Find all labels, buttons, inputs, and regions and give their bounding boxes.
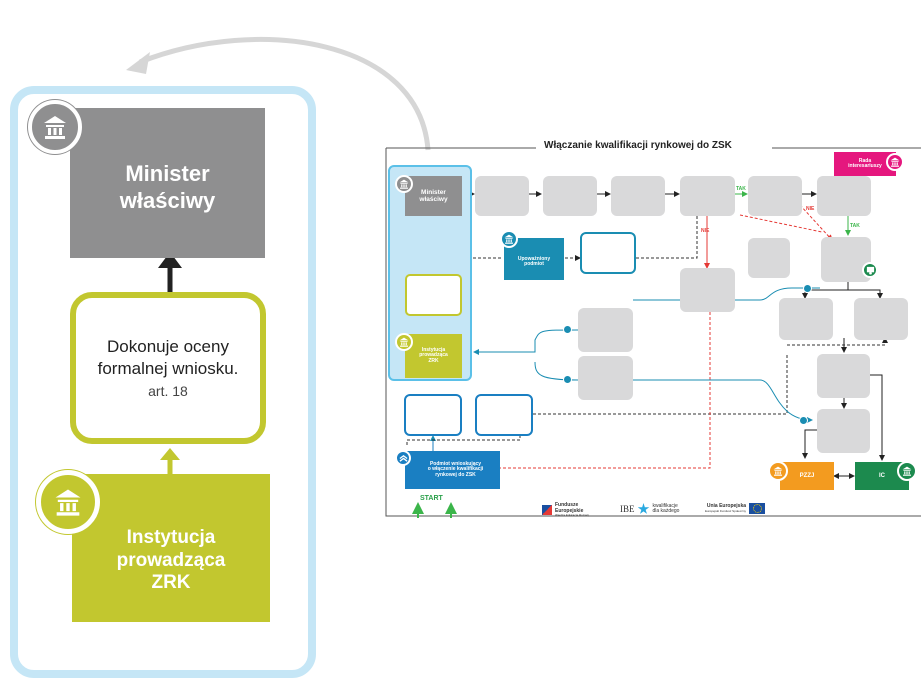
nie-label: NIE [701, 228, 710, 234]
building-icon [395, 333, 413, 351]
eu-flag-icon [749, 503, 766, 514]
rada-interesariuszy-box: Rada interesariuszy [834, 152, 896, 176]
inst-line2: prowadząca [116, 549, 226, 571]
step-line2: formalnej wniosku. [97, 358, 239, 378]
process-step [543, 176, 597, 216]
fundusze-line2: Europejskie [555, 507, 584, 514]
process-step [680, 176, 735, 216]
building-icon [28, 100, 82, 154]
inst-small-line2: prowadząca [419, 352, 448, 359]
document-icon [563, 325, 572, 334]
minister-small-line2: właściwy [419, 196, 448, 203]
ue-line2: Europejski Fundusz Społeczny [705, 508, 747, 513]
process-step [748, 238, 790, 278]
building-icon [897, 461, 917, 481]
ic-label: IC [879, 472, 885, 479]
minister-small-box: Minister właściwy [405, 176, 462, 216]
fundusze-line1: Fundusze [555, 502, 579, 508]
ue-logo: Unia Europejska Europejski Fundusz Społe… [705, 503, 766, 514]
building-icon [395, 175, 413, 193]
start-label: START [420, 495, 443, 502]
kwal-line2: dla każdego [652, 508, 680, 514]
document-icon [803, 284, 812, 293]
pzzj-box: PZZJ [780, 462, 834, 490]
formal-assessment-step: Dokonuje oceny formalnej wniosku. art. 1… [70, 292, 266, 444]
minister-box: Minister właściwy [70, 108, 265, 258]
process-step [748, 176, 802, 216]
institution-small-box: Instytucja prowadząca ZRK [405, 334, 462, 378]
step-line1: Dokonuje oceny [107, 336, 229, 356]
process-step [817, 409, 870, 453]
ibe-logo: IBE kwalifikacje dla każdego [620, 503, 679, 515]
minister-line2: właściwy [119, 188, 216, 213]
process-step [578, 308, 633, 352]
inst-small-line1: Instytucja [421, 346, 446, 353]
building-icon [886, 153, 904, 171]
ibe-text: IBE [620, 504, 635, 514]
process-step [680, 268, 735, 312]
building-icon [500, 230, 518, 248]
document-icon [799, 416, 808, 425]
fundusze-line3: Wiedza Edukacja Rozwój [555, 513, 589, 517]
process-step [779, 298, 833, 340]
building-icon [36, 470, 100, 534]
process-step-outline [475, 394, 533, 436]
flag-icon [542, 505, 552, 516]
podmiot-line1: Podmiot wnioskujący [429, 460, 482, 467]
document-icon [563, 375, 572, 384]
tak-label: TAK [850, 223, 860, 229]
process-step [475, 176, 529, 216]
process-step [611, 176, 665, 216]
formal-assessment-small [405, 274, 462, 316]
minister-small-line1: Minister [421, 188, 446, 196]
diagram-title: Włączanie kwalifikacji rynkowej do ZSK [540, 140, 736, 151]
process-step [854, 298, 908, 340]
building-icon [768, 461, 788, 481]
process-step-outline [580, 232, 636, 274]
upowazniony-line1: Upoważniony [517, 255, 551, 262]
tak-label: TAK [736, 186, 746, 192]
star-icon [637, 503, 650, 514]
diagram-frame [385, 147, 921, 517]
inst-line1: Instytucja [126, 526, 216, 548]
process-step-outline [404, 394, 462, 436]
fundusze-logo: Fundusze Europejskie Wiedza Edukacja Roz… [542, 502, 589, 517]
certificate-icon [862, 262, 878, 278]
rada-line1: Rada [858, 157, 872, 164]
chevron-up-icon [395, 450, 411, 466]
pzzj-label: PZZJ [799, 472, 815, 479]
process-step [817, 354, 870, 398]
step-article-ref: art. 18 [148, 383, 188, 399]
ue-line1: Unia Europejska [706, 503, 747, 510]
process-step [817, 176, 871, 216]
podmiot-wnioskujacy-box: Podmiot wnioskujący o włączenie kwalifik… [405, 451, 500, 489]
minister-line1: Minister [125, 160, 210, 186]
kwal-line1: kwalifikacje [652, 502, 678, 509]
process-step [578, 356, 633, 400]
rada-line2: interesariuszy [848, 163, 882, 169]
podmiot-line2: o włączenie kwalifikacji [427, 466, 484, 473]
inst-line3: ZRK [151, 572, 191, 594]
zoom-curve-arrow [139, 36, 431, 151]
podmiot-line3: rynkowej do ZSK [435, 471, 476, 478]
nie-label: NIE [806, 206, 815, 212]
zoom-panel [10, 86, 316, 678]
inst-small-line3: ZRK [428, 357, 439, 364]
upowazniony-line2: podmiot [524, 261, 544, 267]
institution-box: Instytucja prowadząca ZRK [72, 474, 270, 622]
